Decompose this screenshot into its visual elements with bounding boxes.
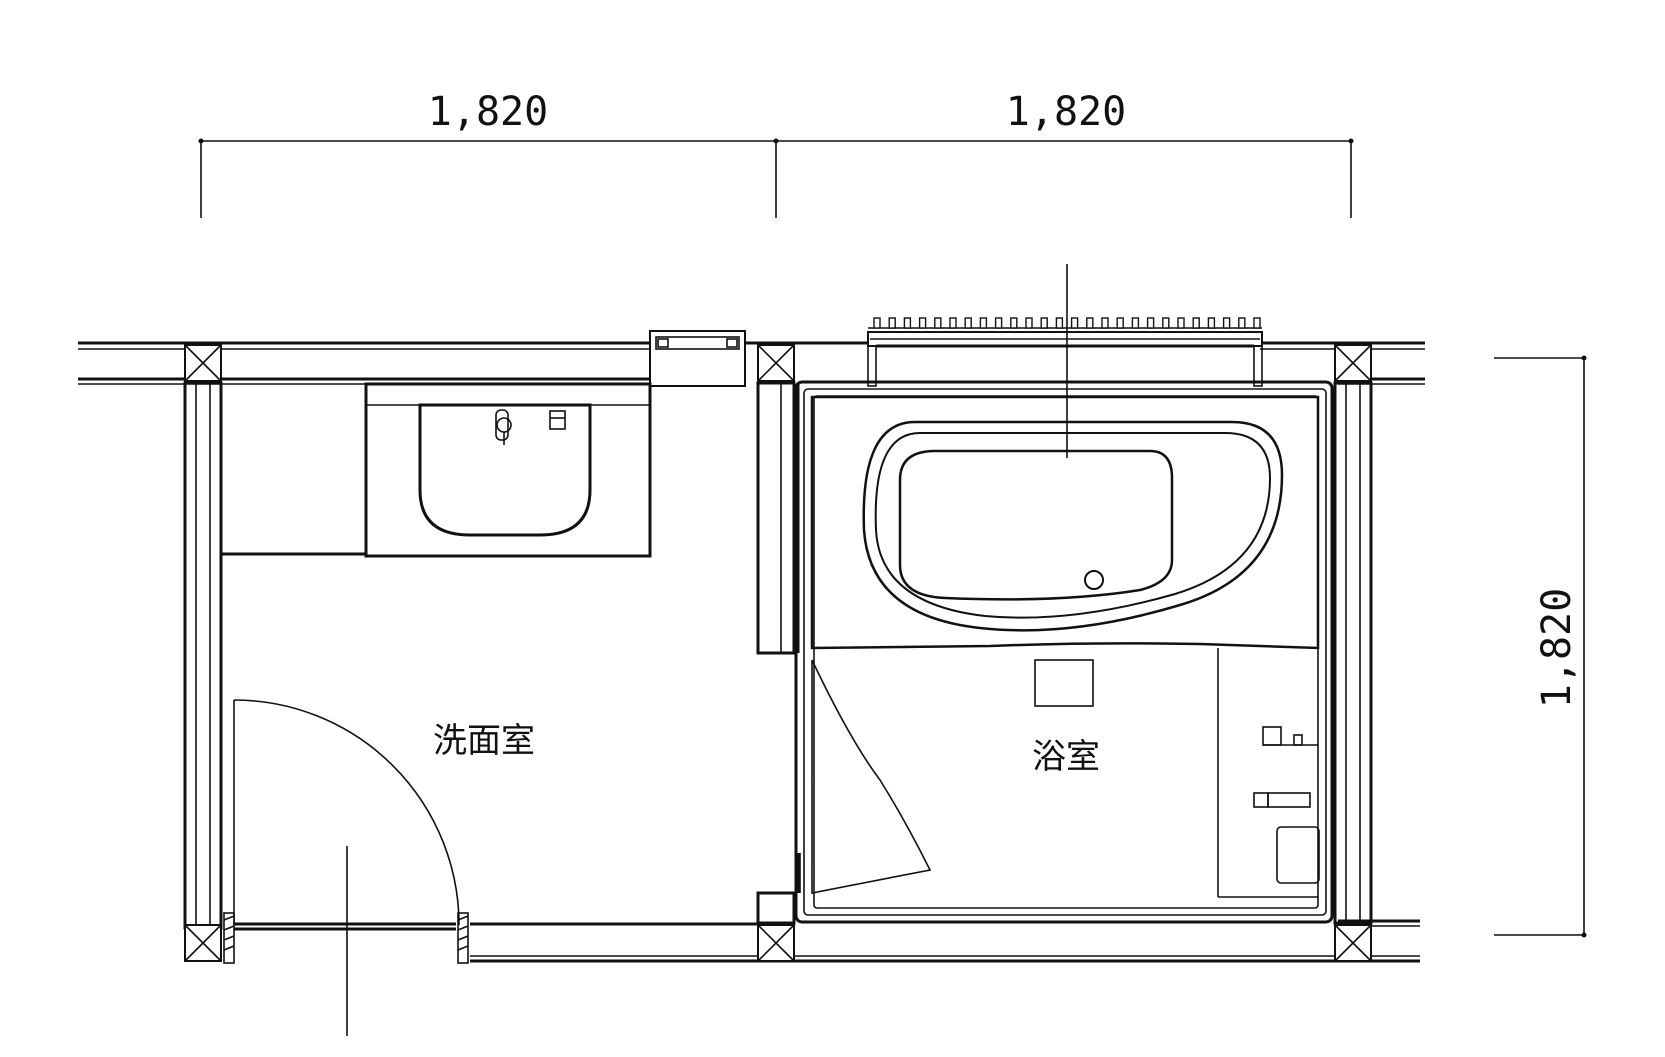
shower-fixture bbox=[1034, 648, 1320, 898]
faucet-icon bbox=[495, 409, 509, 441]
window-grille-tooth bbox=[1238, 317, 1246, 329]
window-grille-tooth bbox=[918, 317, 927, 329]
wall-partition bbox=[756, 381, 800, 925]
wall-bottom bbox=[234, 919, 1420, 963]
bathroom-folding-door bbox=[799, 659, 932, 894]
dimension-dot-middle bbox=[773, 138, 779, 144]
room-label-bathroom: 浴室 bbox=[1032, 737, 1100, 777]
window-grille-tooth bbox=[1010, 317, 1018, 329]
dimension-label-right: 1,820 bbox=[1534, 588, 1580, 708]
soap-dispenser-icon bbox=[549, 410, 566, 430]
ventilation-fan bbox=[649, 330, 746, 387]
window-grille-tooth bbox=[1101, 317, 1109, 329]
window-grille-tooth bbox=[903, 317, 912, 329]
window-grille-tooth bbox=[1055, 317, 1064, 329]
door-jamb-left bbox=[223, 912, 235, 964]
window-grille-tooth bbox=[1146, 317, 1155, 329]
washbasin bbox=[418, 403, 592, 537]
bathtub bbox=[810, 395, 1320, 650]
window-grille-tooth bbox=[964, 317, 972, 329]
entrance-door bbox=[223, 699, 469, 964]
window-grille-tooth bbox=[1207, 317, 1216, 329]
dimension-top-group: 1,820 1,820 bbox=[198, 89, 1354, 218]
column-bottom-middle bbox=[757, 924, 795, 962]
drain-icon bbox=[1084, 570, 1104, 590]
window-grille-tooth bbox=[1192, 317, 1200, 329]
dimension-label-top-left: 1,820 bbox=[428, 89, 548, 135]
column-top-left bbox=[184, 344, 222, 382]
wall-left bbox=[183, 381, 223, 930]
columns bbox=[184, 344, 1372, 962]
window-grille bbox=[873, 317, 1261, 329]
bathroom-window bbox=[867, 317, 1263, 387]
window-grille-tooth bbox=[873, 317, 881, 329]
window-grille-tooth bbox=[1040, 317, 1048, 329]
window-grille-tooth bbox=[888, 317, 896, 329]
window-grille-tooth bbox=[1131, 317, 1140, 329]
column-top-middle bbox=[757, 344, 795, 382]
window-grille-tooth bbox=[1025, 317, 1033, 329]
dimension-label-top-right: 1,820 bbox=[1006, 89, 1126, 135]
dimension-dot-right bbox=[1348, 138, 1354, 144]
window-grille-tooth bbox=[934, 317, 942, 329]
dimension-dot-right-top bbox=[1581, 355, 1587, 361]
window-grille-tooth bbox=[1253, 317, 1261, 329]
vanity-counter bbox=[221, 382, 652, 558]
window-grille-tooth bbox=[1177, 317, 1185, 329]
window-grille-tooth bbox=[949, 317, 957, 329]
wall-right bbox=[1333, 381, 1373, 925]
bathroom-unit bbox=[794, 380, 1334, 924]
window-grille-tooth bbox=[1222, 317, 1231, 329]
door-swing-arc bbox=[233, 699, 460, 926]
window-grille-tooth bbox=[1162, 317, 1170, 329]
dimension-right-group: 1,820 bbox=[1494, 355, 1587, 938]
dimension-dot-right-bottom bbox=[1581, 932, 1587, 938]
column-bottom-right bbox=[1334, 924, 1372, 962]
dimension-dot-left bbox=[198, 138, 204, 144]
window-grille-tooth bbox=[1116, 317, 1124, 329]
column-bottom-left bbox=[184, 924, 222, 962]
window-grille-tooth bbox=[994, 317, 1003, 329]
column-top-right bbox=[1334, 344, 1372, 382]
window-grille-tooth bbox=[1070, 317, 1079, 329]
room-label-washroom: 洗面室 bbox=[433, 721, 535, 761]
wall-top bbox=[78, 341, 1425, 385]
window-grille-tooth bbox=[979, 317, 988, 329]
window-grille-tooth bbox=[1086, 317, 1094, 329]
door-jamb-right bbox=[457, 912, 469, 964]
